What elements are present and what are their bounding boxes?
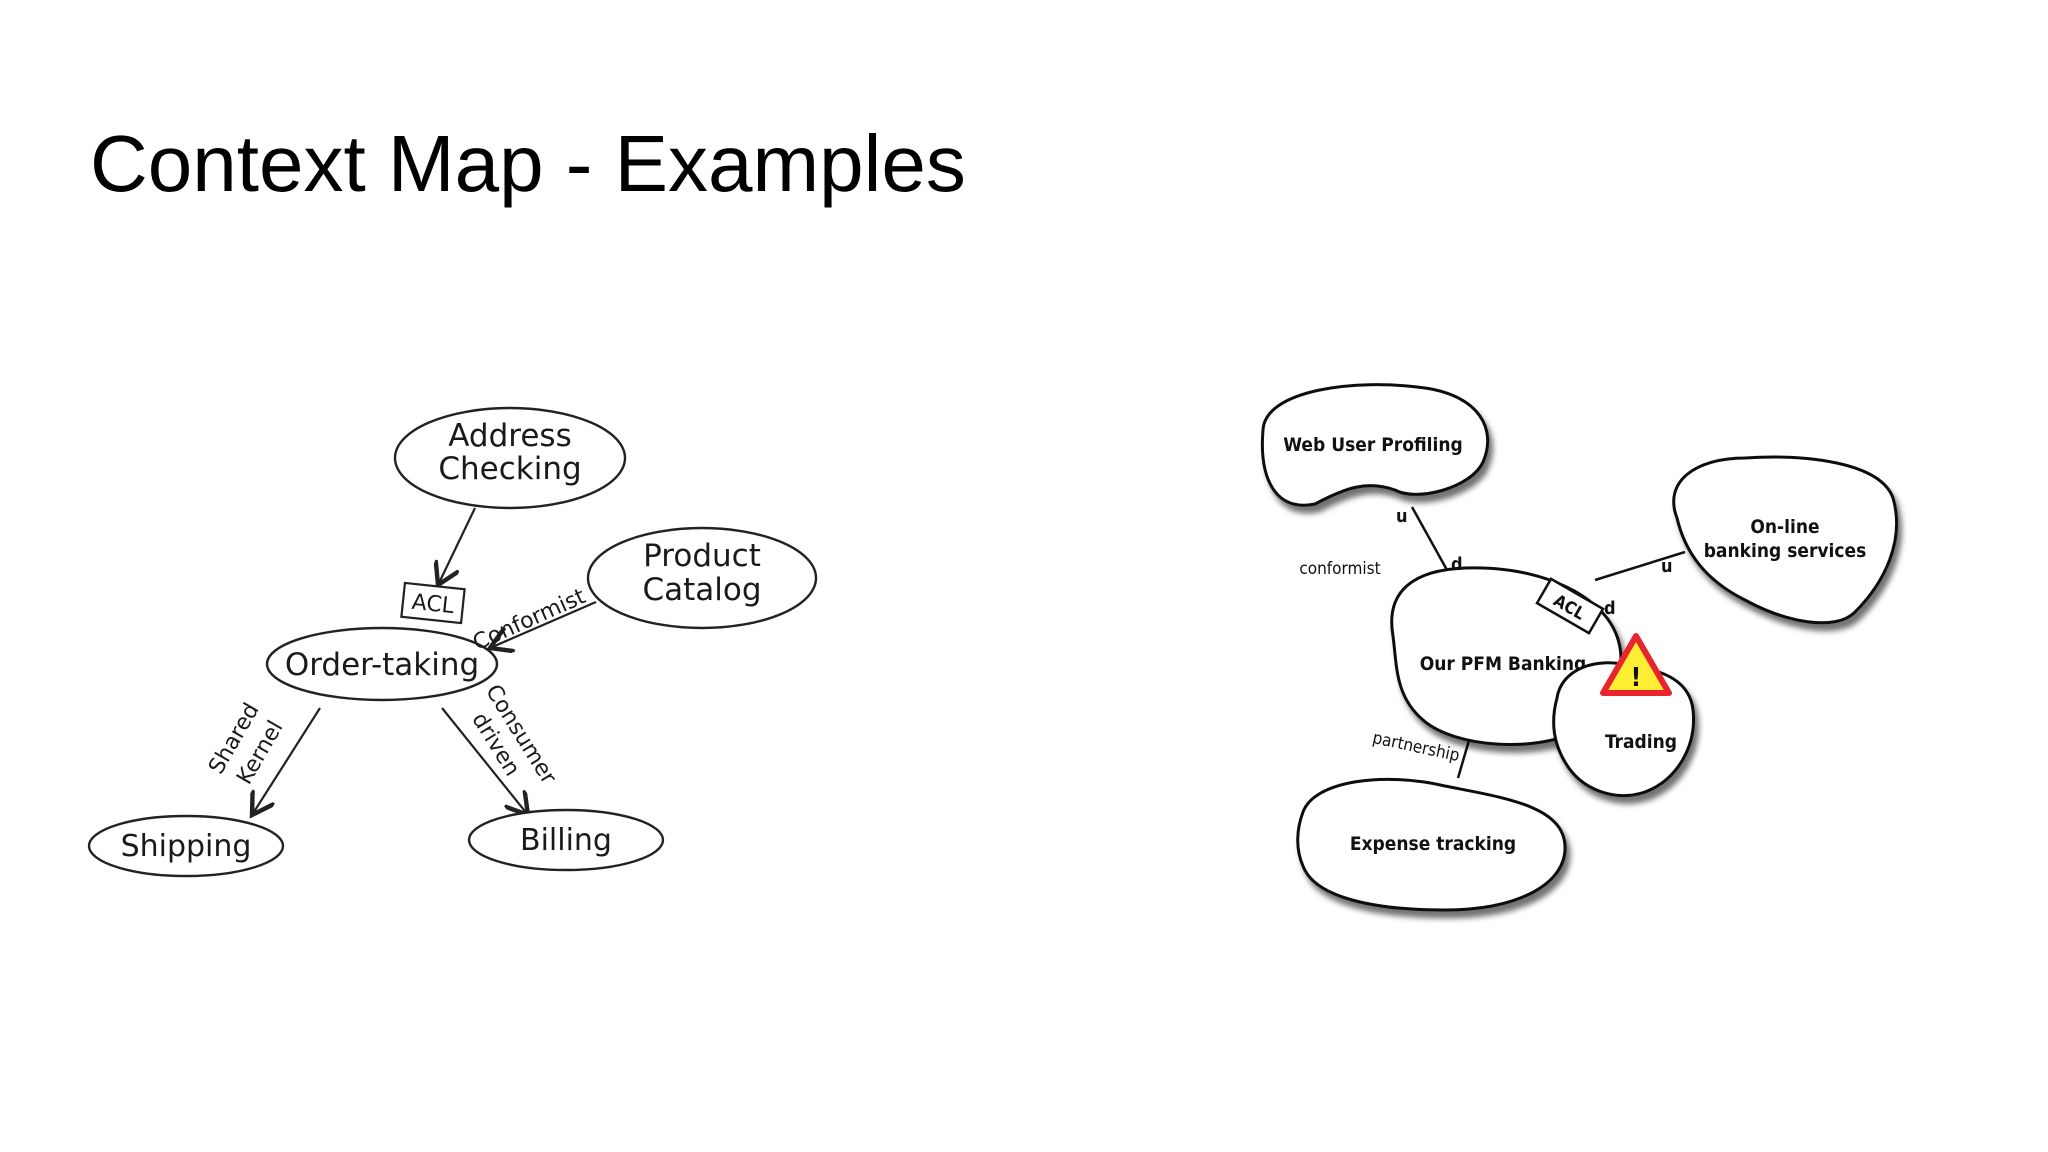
node-label: Expense tracking (1350, 833, 1516, 855)
acl-box-right: ACL (1535, 577, 1605, 635)
downstream-marker: d (1604, 598, 1616, 619)
node-label: Billing (520, 823, 612, 858)
conformist-label: Conformist (469, 584, 589, 656)
node-expense-tracking: Expense tracking (1296, 777, 1567, 912)
edge-profiling-to-pfm (1410, 506, 1449, 571)
node-label: On-line (1750, 516, 1819, 538)
node-label: Catalog (642, 572, 761, 608)
node-label: Order-taking (285, 647, 479, 683)
node-address-checking: Address Checking (393, 406, 627, 510)
edge-order-to-billing (441, 707, 528, 815)
slide-title: Context Map - Examples (90, 119, 966, 208)
edge-acl-to-online (1594, 550, 1686, 582)
edge-pfm-to-expense (1456, 736, 1472, 779)
node-billing: Billing (467, 808, 665, 872)
node-online-banking-services: On-line banking services (1672, 455, 1898, 625)
node-label: Address (448, 418, 571, 454)
node-trading: Trading (1552, 661, 1696, 797)
left-context-map-main: Product Catalog ACL Order-taking Conform… (87, 526, 818, 878)
right-context-map: Web User Profiling On-line banking servi… (1260, 383, 1898, 912)
upstream-marker: u (1661, 556, 1673, 577)
left-context-map: Address Checking (70, 406, 627, 910)
node-web-user-profiling: Web User Profiling (1260, 383, 1490, 507)
node-label: Shipping (121, 829, 252, 864)
node-label: Trading (1605, 731, 1677, 753)
conformist-label: conformist (1299, 559, 1380, 579)
warning-mark: ! (1631, 663, 1642, 693)
node-product-catalog-ellipse-main: Product Catalog (586, 526, 818, 630)
node-label: banking services (1704, 540, 1867, 562)
node-order-taking: Order-taking (265, 626, 499, 702)
acl-label: ACL (411, 590, 456, 619)
downstream-marker: d (1451, 554, 1463, 575)
node-label: Web User Profiling (1283, 434, 1463, 456)
edge-catalog-to-order (490, 600, 597, 648)
node-label: Product (643, 538, 761, 574)
edge-order-to-shipping (252, 707, 321, 815)
acl-box: ACL (400, 581, 466, 625)
node-shipping: Shipping (87, 814, 285, 878)
edge-address-to-acl (438, 507, 476, 585)
node-label: Our PFM Banking (1420, 653, 1587, 675)
warning-icon: ! (1600, 633, 1672, 696)
node-label: Checking (438, 451, 581, 487)
upstream-marker: u (1396, 506, 1408, 527)
